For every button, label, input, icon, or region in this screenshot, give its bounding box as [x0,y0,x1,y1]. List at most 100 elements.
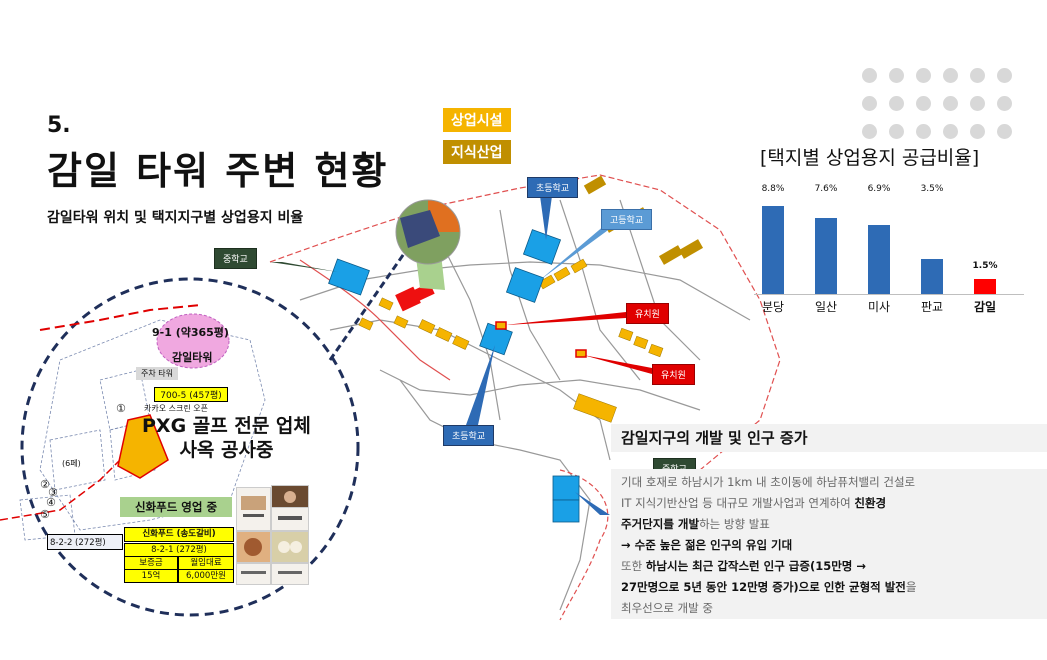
dot [943,124,958,139]
chart-value-label: 1.5% [972,261,998,271]
pxg-line-2: 사옥 공사중 [179,439,274,461]
rent-value: 6,000만원 [178,569,234,583]
dot [943,96,958,111]
lot-9-1-highlight [156,313,230,369]
lot-700-5-label: 700-5 (457평) [154,387,228,402]
info-line-4-bold: → 수준 높은 젊은 인구의 유입 기대 [621,538,793,552]
supply-ratio-chart: 8.8% 분당 7.6% 일산 6.9% 미사 3.5% 판교 1.5% 감일 [754,175,1024,325]
page-subtitle: 감일타워 위치 및 택지지구별 상업용지 비율 [47,210,304,226]
page-title: 감일 타워 주변 현황 [47,149,389,193]
sinhwa-store-name: 신화푸드 (송도갈비) [124,527,234,542]
chart-category-label: 판교 [920,300,944,314]
chart-bar-1 [762,206,784,294]
info-line-1: 기대 호재로 하남시가 1km 내 초이동에 하남퓨처밸리 건설로 [621,475,916,489]
tower-label: 감일타워 [172,351,213,364]
info-panel-body: 기대 호재로 하남시가 1km 내 초이동에 하남퓨처밸리 건설로 IT 지식기… [611,469,1047,619]
lot-marker-4: ④ [46,496,56,509]
inset-circle [20,277,360,617]
dot [943,68,958,83]
info-line-5-text: 또한 [621,559,646,573]
restaurant-photo-3 [271,507,309,531]
road-network [269,174,781,621]
dot [997,96,1012,111]
info-panel-header: 감일지구의 개발 및 인구 증가 [611,424,1047,452]
chart-category-label: 분당 [761,300,785,314]
callout-pointers [270,196,652,515]
info-line-6-text: 을 [905,580,917,594]
legend-industrial: 지식산업 [443,140,511,164]
chart-value-label: 7.6% [814,184,838,194]
kindergarten-lots [495,321,587,358]
restaurant-photo-2 [271,485,309,508]
restaurant-photo-1 [236,487,271,531]
info-line-3: 주거단지를 개발하는 방향 발표 [621,516,770,532]
pxg-lot-highlight [117,414,169,479]
lot-8-2-2-label: 8-2-2 (272평) [47,534,123,550]
inset-boundary-2 [0,439,141,521]
chart-title: [택지별 상업용지 공급비율] [760,147,980,169]
chart-x-axis [754,294,1024,295]
chart-bar-3 [868,225,890,294]
lot-marker-5: ⑤ [40,508,50,521]
rent-label: 월임대료 [178,556,234,570]
dot [916,96,931,111]
callout-high-school: 고등학교 [601,209,653,230]
info-line-3-bold: 주거단지를 개발 [621,517,700,531]
callout-kindergarten: 유치원 [626,303,669,324]
dot [970,96,985,111]
info-line-2: IT 지식기반산업 등 대규모 개발사업과 연계하여 친환경 [621,495,886,511]
section-number: 5. [47,113,71,138]
lot-marker-2: ② [40,478,50,491]
callout-elementary-school: 초등학교 [527,177,579,198]
lot-marker-3: ③ [48,486,58,499]
dot [916,68,931,83]
dot [997,124,1012,139]
restaurant-photo-7 [271,563,309,585]
chart-bar-2 [815,218,837,294]
sinhwa-header: 신화푸드 영업 중 [120,497,232,517]
pxg-line-1: PXG 골프 전문 업체 [142,415,311,437]
dot [970,124,985,139]
deposit-label: 보증금 [124,556,178,570]
restaurant-photo-5 [271,531,309,563]
chart-bar-5 [974,279,996,294]
school-lots [328,229,580,523]
tower-pointer-line [328,244,412,361]
deposit-value: 15억 [124,569,178,583]
lot-pages-label: (6페) [62,459,81,468]
info-line-3-text: 하는 방향 발표 [699,517,770,531]
info-line-2-bold: 친환경 [854,496,887,510]
pxg-construction-note: PXG 골프 전문 업체 사옥 공사중 [142,414,311,462]
info-line-4: → 수준 높은 젊은 인구의 유입 기대 [621,537,792,553]
chart-value-label: 8.8% [761,184,785,194]
chart-value-label: 6.9% [867,184,891,194]
info-line-6: 27만명으로 5년 동안 12만명 증가)으로 인한 균형적 발전을 [621,579,916,595]
chart-category-label: 일산 [814,300,838,314]
dot [889,68,904,83]
kakao-screen-label: 카카오 스크린 오픈 [144,404,208,413]
dot [889,96,904,111]
dot [862,124,877,139]
restaurant-photo-6 [236,563,271,585]
dot [916,124,931,139]
info-line-2-text: IT 지식기반산업 등 대규모 개발사업과 연계하여 [621,496,855,510]
chart-bar-4 [921,259,943,294]
dot [970,68,985,83]
chart-value-label: 3.5% [920,184,944,194]
restaurant-photo-4 [236,531,271,563]
chart-category-label: 미사 [867,300,891,314]
info-line-6-bold: 27만명으로 5년 동안 12만명 증가)으로 인한 균형적 발전 [621,580,906,594]
legend-commercial: 상업시설 [443,108,511,132]
info-line-5-bold: 하남시는 최근 갑작스런 인구 급증(15만명 → [645,559,867,573]
info-line-7: 최우선으로 개발 중 [621,601,713,615]
dot [862,96,877,111]
inset-boundary [39,304,201,331]
info-line-5: 또한 하남시는 최근 갑작스런 인구 급증(15만명 → [621,558,866,574]
chart-category-label: 감일 [973,300,997,314]
dot [862,68,877,83]
parking-tower-label: 주차 타워 [136,367,178,380]
lot-marker-1: ① [116,402,126,415]
lot-9-1-label: 9-1 (약365평) [152,326,229,339]
callout-middle-school: 중학교 [214,248,257,269]
